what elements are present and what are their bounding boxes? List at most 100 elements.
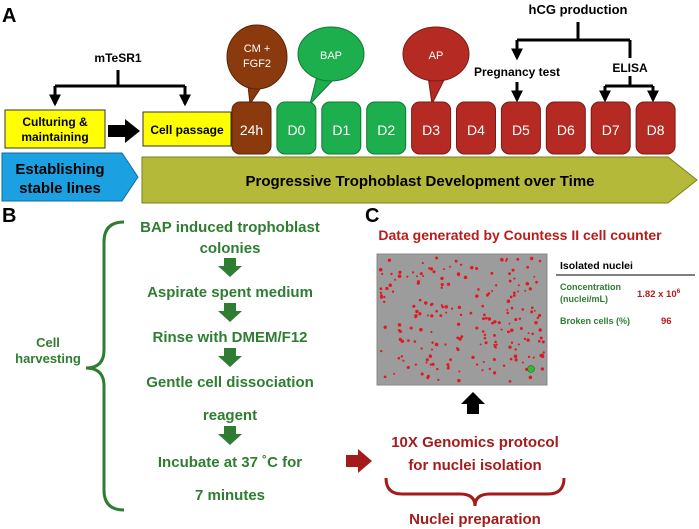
nucleus-dot [481, 369, 484, 372]
nucleus-dot [446, 282, 451, 286]
culturing-line1: Culturing & [22, 115, 88, 129]
nucleus-dot [497, 321, 501, 325]
day-box-d1 [321, 101, 362, 155]
day-box-d6 [545, 101, 586, 155]
bubble-cm-fgf2: CM + FGF2 [226, 24, 288, 106]
nucleus-dot [429, 363, 432, 366]
culturing-box [4, 109, 106, 149]
nucleus-dot [456, 348, 460, 352]
nucleus-dot [446, 363, 450, 367]
nucleus-dot [449, 358, 452, 362]
nucleus-dot [488, 367, 491, 371]
nucleus-dot [540, 367, 545, 371]
nucleus-dot [431, 341, 434, 344]
harvest-steps: BAP induced trophoblast colonies Aspirat… [140, 219, 320, 504]
down-arrow-1 [218, 258, 242, 277]
nucleus-dot [440, 276, 444, 281]
up-arrow [461, 392, 485, 414]
nucleus-dot [378, 268, 383, 272]
nucleus-dot [426, 376, 430, 380]
row-broken-value: 96 [661, 316, 672, 327]
hcg-bracket [511, 22, 632, 61]
row-concentration-label-line1: Concentration [560, 282, 621, 292]
nucleus-dot [415, 309, 419, 314]
nucleus-dot [456, 322, 461, 326]
nucleus-dot [508, 345, 512, 349]
nucleus-dot [422, 275, 425, 277]
nucleus-dot [418, 298, 422, 302]
day-label-d1: D1 [332, 122, 350, 138]
culturing-line2: maintaining [21, 130, 88, 144]
nucleus-dot [379, 291, 383, 294]
nucleus-dot [524, 289, 527, 292]
table-header: Isolated nuclei [560, 260, 633, 272]
nucleus-dot [475, 326, 479, 330]
nucleus-dot [514, 317, 518, 322]
nucleus-dot [483, 336, 487, 340]
passage-arrow [108, 119, 140, 143]
nucleus-dot [383, 295, 386, 299]
concentration-exponent: 6 [677, 288, 681, 295]
panel-a-label: A [2, 5, 16, 27]
nucleus-dot [426, 314, 429, 317]
nucleus-dot [450, 307, 454, 310]
nucleus-dot [517, 343, 520, 346]
nucleus-dot [495, 284, 498, 287]
panel-c-title: Data generated by Countess II cell count… [378, 227, 662, 243]
nucleus-dot [397, 356, 401, 360]
day-label-d6: D6 [557, 122, 575, 138]
nucleus-dot [409, 326, 413, 330]
cell-passage-box [142, 111, 232, 147]
nuclei-preparation-label: Nuclei preparation [409, 511, 541, 528]
nucleus-dot [417, 280, 420, 284]
nucleus-dot [457, 378, 461, 383]
nucleus-dot [521, 308, 525, 311]
nucleus-dot [479, 343, 482, 346]
nucleus-dot [445, 311, 448, 314]
nucleus-dot [527, 355, 531, 359]
nucleus-dot [398, 270, 402, 274]
nucleus-dot [532, 356, 535, 359]
nucleus-dot [429, 267, 434, 271]
nucleus-dot [414, 363, 417, 366]
day-label-d2: D2 [377, 122, 395, 138]
nucleus-dot [538, 259, 542, 263]
nucleus-dot [527, 332, 530, 335]
nucleus-dot [436, 367, 439, 371]
elisa-label: ELISA [612, 61, 648, 75]
nucleus-dot [425, 358, 429, 362]
concentration-value: 1.82 x 10 [637, 289, 677, 300]
nucleus-dot [493, 320, 497, 324]
nucleus-dot [413, 340, 417, 343]
nucleus-dot [533, 275, 536, 278]
nucleus-dot [513, 277, 516, 280]
nucleus-dot [541, 340, 545, 344]
nucleus-dot [492, 358, 496, 361]
nucleus-dot [516, 257, 520, 261]
nucleus-dot [494, 340, 497, 344]
nucleus-dot [400, 355, 404, 358]
nucleus-dot [380, 349, 383, 353]
nucleus-dot [381, 272, 384, 276]
nucleus-dot [397, 274, 402, 278]
day-label-d8: D8 [647, 122, 665, 138]
nucleus-dot [495, 343, 498, 347]
nucleus-dot [483, 313, 486, 317]
nucleus-dot [406, 275, 409, 278]
protocol-line2: for nuclei isolation [408, 457, 541, 474]
nucleus-dot [510, 328, 514, 333]
nucleus-dot [538, 313, 542, 317]
cell-harvesting-line2: harvesting [15, 351, 81, 366]
down-arrow-2 [218, 303, 242, 322]
day-box-d5 [500, 101, 541, 155]
nucleus-dot [502, 364, 506, 368]
nucleus-dot [505, 259, 508, 262]
day-box-d0 [276, 101, 317, 155]
nucleus-dot [509, 357, 513, 361]
nucleus-dot [469, 311, 473, 315]
bubble-ap: AP [402, 26, 470, 106]
nucleus-dot [391, 290, 395, 293]
nucleus-dot [530, 306, 534, 310]
nucleus-dot [510, 341, 514, 344]
nucleus-dot [500, 328, 503, 331]
